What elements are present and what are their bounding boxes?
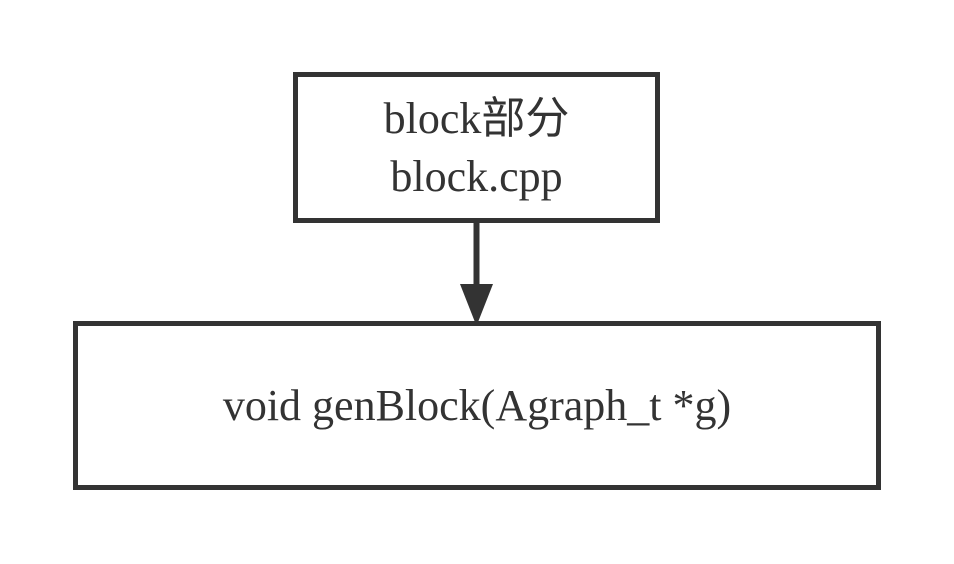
- block-section-filename: block.cpp: [390, 151, 563, 201]
- block-section-title: block部分: [383, 93, 570, 143]
- block-section-node: block部分 block.cpp: [293, 72, 660, 223]
- gen-block-signature: void genBlock(Agraph_t *g): [222, 380, 732, 430]
- arrow-head: [460, 284, 493, 326]
- gen-block-node: void genBlock(Agraph_t *g): [73, 321, 881, 490]
